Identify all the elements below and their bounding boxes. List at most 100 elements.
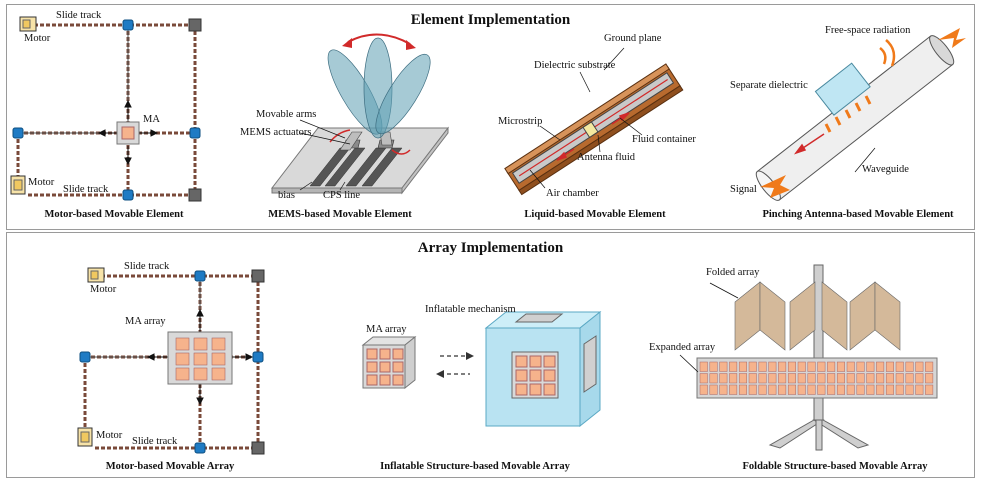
pinching-free-space-radiation-label: Free-space radiation xyxy=(825,25,911,36)
motor-element-ma: MA xyxy=(143,114,160,125)
liquid-device xyxy=(504,63,684,196)
expanded-array-cell xyxy=(748,384,757,395)
foldable-folded-array-label: Folded array xyxy=(706,267,760,278)
inflated-cube-cell xyxy=(543,369,556,382)
inflated-cube-cell xyxy=(515,355,528,368)
small-cube-cell xyxy=(392,348,404,360)
motor-element-slide-track-bottom: Slide track xyxy=(63,184,109,195)
expanded-array-cell xyxy=(797,361,806,372)
folded-array xyxy=(734,281,901,351)
small-cube-cell xyxy=(379,374,391,386)
expanded-array-cell xyxy=(885,373,894,384)
small-cube-cell xyxy=(392,361,404,373)
mems-movable-arms-label: Movable arms xyxy=(256,109,317,120)
inflatable-array-caption: Inflatable Structure-based Movable Array xyxy=(380,461,570,472)
antenna-fluid xyxy=(582,121,599,139)
expanded-array-cell xyxy=(699,384,708,395)
expanded-array-cell xyxy=(778,384,787,395)
expanded-array-cell xyxy=(748,361,757,372)
inflated-cube-cell xyxy=(529,369,542,382)
expanded-array-cell xyxy=(836,384,845,395)
expanded-array-cell xyxy=(778,373,787,384)
motor-element-motor-bottom: Motor xyxy=(28,177,55,188)
expanded-array-cell xyxy=(915,373,924,384)
inflatable-ma-array-label: MA array xyxy=(366,324,407,335)
pinching-signal-label: Signal xyxy=(730,184,757,195)
pinching-pins xyxy=(824,95,872,133)
expanded-array-cell xyxy=(797,373,806,384)
expanded-array-cell xyxy=(866,361,875,372)
liquid-air-chamber-label: Air chamber xyxy=(546,188,599,199)
expanded-array-elements xyxy=(699,361,934,395)
pinching-element-caption: Pinching Antenna-based Movable Element xyxy=(762,209,954,220)
array-section-frame xyxy=(6,232,975,478)
liquid-dielectric-substrate-label: Dielectric substrate xyxy=(534,60,616,71)
expanded-array-cell xyxy=(719,361,728,372)
array-section-title: Array Implementation xyxy=(417,240,564,256)
expanded-array-cell xyxy=(787,373,796,384)
liquid-leader-lines xyxy=(529,47,643,189)
ma-array-elements xyxy=(175,337,226,381)
motor-array-motor-top: Motor xyxy=(90,284,117,295)
motor-array-slide-track-top: Slide track xyxy=(124,261,170,272)
expanded-array-cell xyxy=(827,373,836,384)
inflatable-mechanism-label: Inflatable mechanism xyxy=(425,304,516,315)
motor-icon-bottom xyxy=(10,175,26,195)
direction-arrows xyxy=(97,99,159,166)
expanded-array-cell xyxy=(787,361,796,372)
expanded-array-cell xyxy=(768,361,777,372)
motor-icon-top xyxy=(19,16,37,32)
liquid-element-caption: Liquid-based Movable Element xyxy=(524,209,666,220)
expanded-array-cell xyxy=(885,384,894,395)
expanded-array-cell xyxy=(807,384,816,395)
motor-array-caption: Motor-based Movable Array xyxy=(105,461,235,472)
expanded-array-cell xyxy=(925,384,934,395)
small-cube-cell xyxy=(379,361,391,373)
expanded-array-cell xyxy=(709,373,718,384)
mems-cps-line-label: CPS line xyxy=(323,190,361,201)
expanded-array-cell xyxy=(817,373,826,384)
expanded-array-cell xyxy=(846,361,855,372)
liquid-microstrip-label: Microstrip xyxy=(498,116,543,127)
expanded-array-cell xyxy=(827,361,836,372)
expanded-array-cell xyxy=(866,373,875,384)
expanded-array-cell xyxy=(778,361,787,372)
expanded-array-cell xyxy=(768,384,777,395)
expanded-array-cell xyxy=(709,384,718,395)
track-nodes-gray xyxy=(188,18,202,202)
expanded-array-cell xyxy=(787,384,796,395)
radiation-waves xyxy=(879,39,896,67)
expanded-array-cell xyxy=(709,361,718,372)
mems-actuators-label: MEMS actuators xyxy=(240,127,312,138)
expanded-array-cell xyxy=(846,384,855,395)
expanded-array-cell xyxy=(719,384,728,395)
element-section-title: Element Implementation xyxy=(410,12,571,28)
expanded-array-cell xyxy=(758,361,767,372)
liquid-fluid-container-label: Fluid container xyxy=(632,134,696,145)
expanded-array-cell xyxy=(699,361,708,372)
expanded-array-cell xyxy=(856,361,865,372)
inflated-cube-cell xyxy=(543,383,556,396)
motor-element-caption: Motor-based Movable Element xyxy=(44,209,184,220)
expanded-array-cell xyxy=(729,361,738,372)
expanded-array-cell xyxy=(895,384,904,395)
inflated-cube xyxy=(484,310,602,428)
expanded-array-cell xyxy=(876,384,885,395)
motion-arrows xyxy=(329,129,411,155)
motor-array-motor-bottom: Motor xyxy=(96,430,123,441)
inflated-cube-cell xyxy=(543,355,556,368)
separate-dielectric xyxy=(814,62,871,116)
expanded-array-cell xyxy=(876,373,885,384)
expanded-array-cell xyxy=(817,384,826,395)
small-cube-cell xyxy=(392,374,404,386)
ma-element xyxy=(121,126,135,140)
radiation-lobes xyxy=(327,37,431,139)
expanded-array-cell xyxy=(827,384,836,395)
expanded-array-cell xyxy=(729,384,738,395)
expanded-array-cell xyxy=(738,361,747,372)
track-nodes-blue xyxy=(12,19,201,201)
small-cube-cell xyxy=(366,348,378,360)
mast xyxy=(813,264,824,426)
dielectric-motion-arrow xyxy=(793,133,825,155)
